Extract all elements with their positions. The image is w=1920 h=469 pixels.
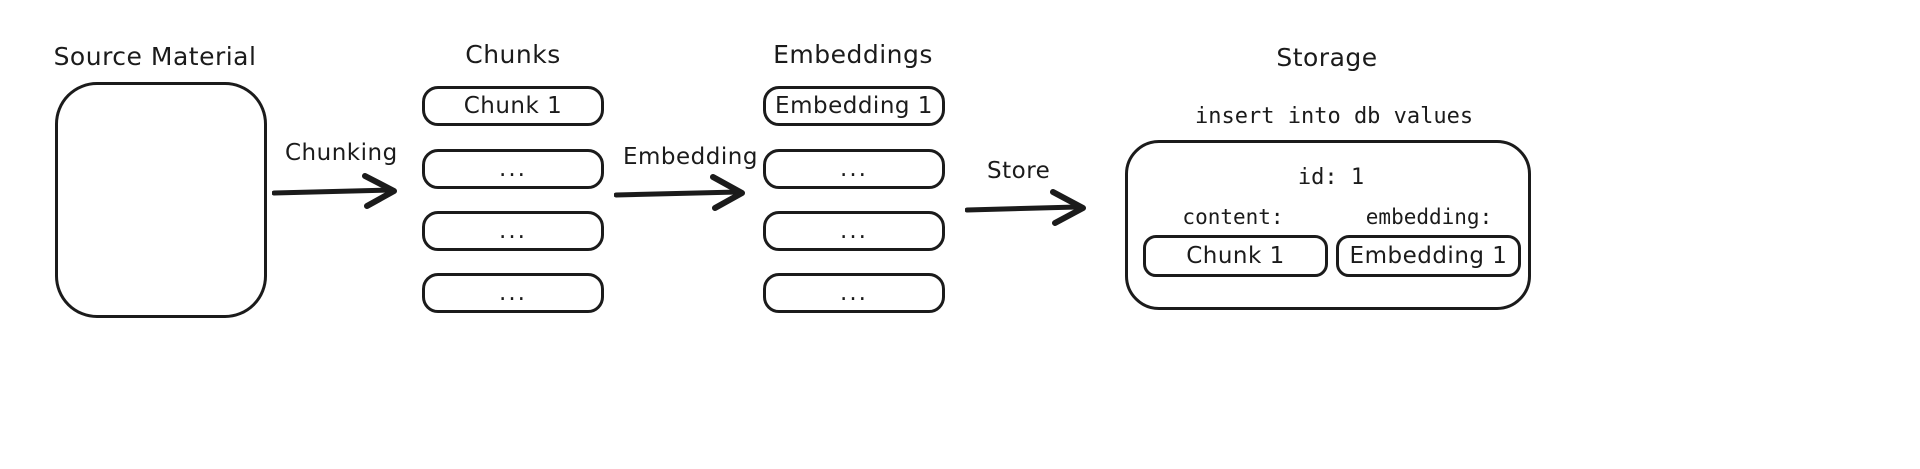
embedding-item-2: ... [763, 149, 945, 189]
arrow-label-chunking: Chunking [285, 140, 398, 166]
storage-field-label-content: content: [1182, 205, 1284, 229]
chunking-arrow [272, 173, 397, 209]
chunk-item-label: ... [499, 156, 527, 182]
chunk-item-label: Chunk 1 [463, 93, 563, 119]
chunk-item-label: ... [499, 218, 527, 244]
store-arrow [965, 189, 1086, 226]
chunk-item-3: ... [422, 211, 604, 251]
storage-record-box: id: 1 content: embedding: Chunk 1 Embedd… [1125, 140, 1531, 310]
embeddings-title: Embeddings [773, 40, 933, 69]
chunks-title: Chunks [465, 40, 561, 69]
source-material-title: Source Material [53, 42, 257, 71]
storage-field-value-label: Embedding 1 [1349, 243, 1508, 269]
embedding-item-3: ... [763, 211, 945, 251]
embedding-item-label: ... [840, 280, 868, 306]
arrow-label-store: Store [987, 158, 1051, 184]
embedding-item-4: ... [763, 273, 945, 313]
storage-field-value-embedding: Embedding 1 [1336, 235, 1521, 277]
storage-field-value-content: Chunk 1 [1143, 235, 1328, 277]
embedding-item-label: ... [840, 218, 868, 244]
storage-title: Storage [1276, 43, 1378, 72]
storage-caption: insert into db values [1195, 104, 1474, 129]
storage-record-id: id: 1 [1297, 165, 1365, 190]
embedding-item-label: Embedding 1 [775, 93, 933, 119]
arrow-label-embedding: Embedding [623, 144, 758, 170]
chunk-item-4: ... [422, 273, 604, 313]
storage-field-value-label: Chunk 1 [1186, 243, 1285, 269]
storage-field-label-embedding: embedding: [1365, 205, 1493, 229]
chunk-item-2: ... [422, 149, 604, 189]
embedding-item-1: Embedding 1 [763, 86, 945, 126]
embedding-arrow [614, 174, 745, 211]
source-material-box [55, 82, 267, 318]
embedding-item-label: ... [840, 156, 868, 182]
chunk-item-1: Chunk 1 [422, 86, 604, 126]
chunk-item-label: ... [499, 280, 527, 306]
